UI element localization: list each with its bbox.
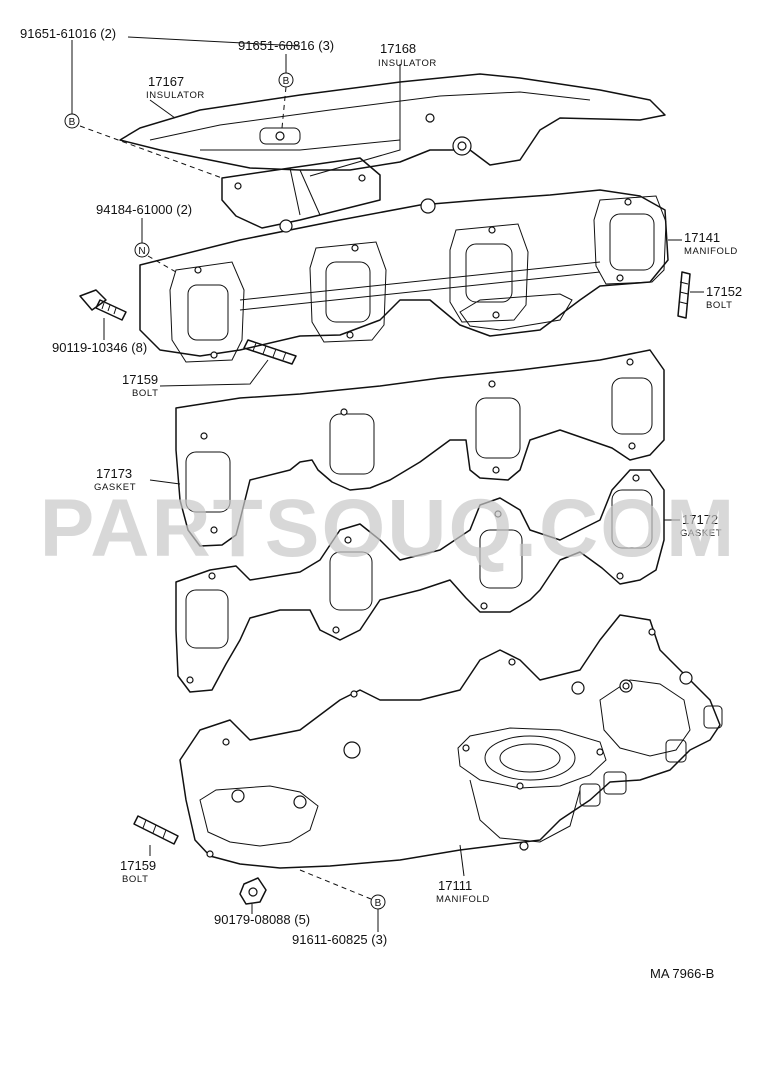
marker-n: N: [134, 242, 150, 258]
svg-text:B: B: [69, 117, 76, 128]
bolt-17159-lower[interactable]: [133, 815, 179, 845]
gasket-17173[interactable]: [175, 349, 665, 547]
label-17167-name: INSULATOR: [146, 90, 205, 101]
nut-90179-08088[interactable]: [239, 877, 267, 905]
label-17159-upper-name: BOLT: [132, 388, 159, 399]
label-17172-number[interactable]: 17172: [682, 512, 718, 527]
label-94184-61000[interactable]: 94184-61000 (2): [96, 202, 192, 217]
label-17168-name: INSULATOR: [378, 58, 437, 69]
insulator-17167[interactable]: [119, 73, 666, 171]
label-17159-upper-number[interactable]: 17159: [122, 372, 158, 387]
label-17168-number[interactable]: 17168: [380, 41, 416, 56]
label-90179-08088[interactable]: 90179-08088 (5): [214, 912, 310, 927]
manifold-17111[interactable]: [179, 614, 723, 869]
label-17152-number[interactable]: 17152: [706, 284, 742, 299]
insulator-17168[interactable]: [221, 157, 381, 229]
marker-b-1: B: [64, 113, 80, 129]
label-17159-lower-name: BOLT: [122, 874, 149, 885]
bolt-17159-upper[interactable]: [243, 339, 297, 365]
label-91651-61016[interactable]: 91651-61016 (2): [20, 26, 116, 41]
bolt-90119-10346[interactable]: [79, 289, 127, 321]
label-90119-10346[interactable]: 90119-10346 (8): [52, 340, 147, 355]
label-17111-name: MANIFOLD: [436, 894, 490, 905]
svg-text:B: B: [375, 898, 382, 909]
gasket-17172[interactable]: [175, 469, 665, 693]
label-91611-60825[interactable]: 91611-60825 (3): [292, 932, 387, 947]
manifold-17141[interactable]: [139, 189, 669, 363]
leader-lines: [71, 36, 704, 932]
label-17173-number[interactable]: 17173: [96, 466, 132, 481]
svg-text:B: B: [283, 76, 290, 87]
label-17167-number[interactable]: 17167: [148, 74, 184, 89]
callout-labels: 91651-61016 (2) 91651-60816 (3) 17168 IN…: [20, 26, 742, 981]
bolt-17152[interactable]: [677, 271, 691, 319]
marker-b-3: B: [370, 894, 386, 910]
label-17172-name: GASKET: [680, 528, 722, 539]
svg-text:N: N: [138, 246, 145, 257]
label-17141-number[interactable]: 17141: [684, 230, 720, 245]
label-17159-lower-number[interactable]: 17159: [120, 858, 156, 873]
label-91651-60816[interactable]: 91651-60816 (3): [238, 38, 334, 53]
manifold-17141-ports: [169, 195, 667, 363]
marker-b-2: B: [278, 72, 294, 88]
label-17111-number[interactable]: 17111: [438, 878, 472, 893]
label-17141-name: MANIFOLD: [684, 246, 738, 257]
label-17173-name: GASKET: [94, 482, 136, 493]
label-17152-name: BOLT: [706, 300, 733, 311]
drawing-reference: MA 7966-B: [650, 966, 714, 981]
watermark: PARTSOUQ.COM: [40, 483, 737, 574]
